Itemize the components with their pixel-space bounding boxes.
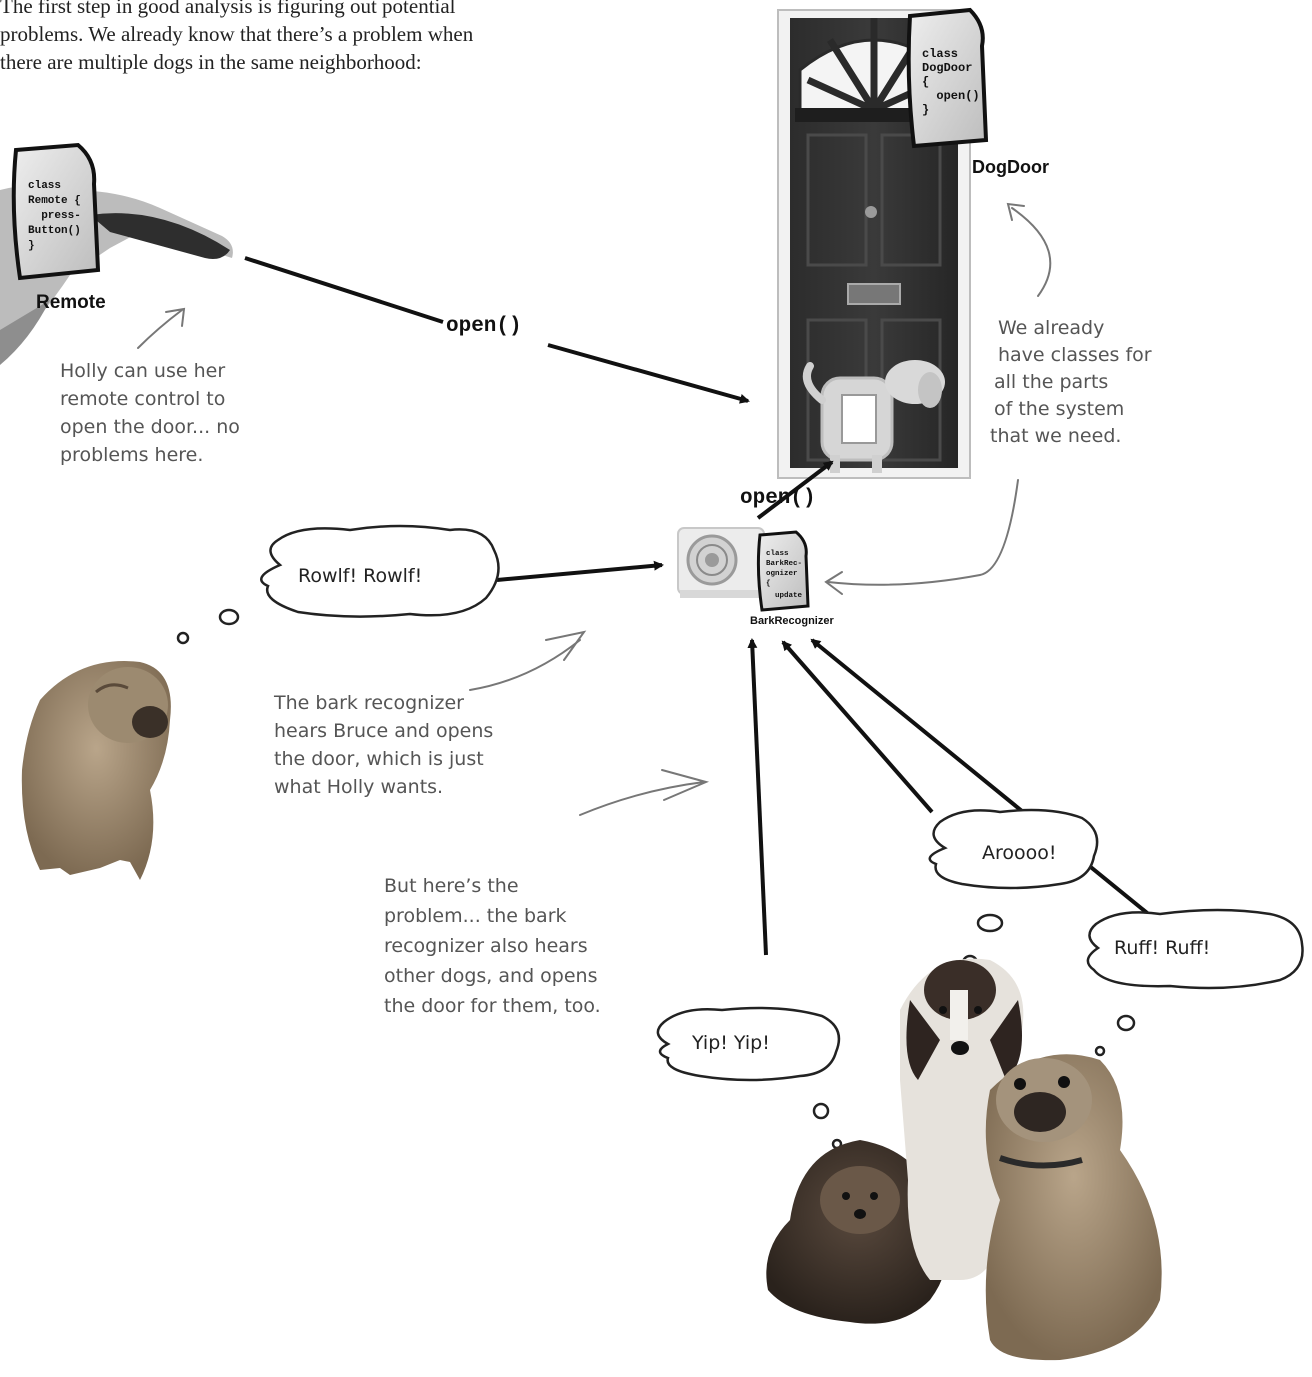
code-line: { — [922, 75, 929, 89]
code-line: Remote { — [28, 195, 81, 207]
problem-note: But here’s the problem... the bark recog… — [384, 875, 604, 1017]
note-line: of the system — [994, 398, 1124, 420]
bruce-bark-bubble: Rowlf! Rowlf! — [176, 524, 500, 645]
code-line: class — [922, 47, 958, 61]
code-line: } — [28, 240, 35, 252]
spaniel-dog-image — [900, 958, 1024, 1280]
svg-text:class Remote { p: class Remote { press- Button() } — [28, 180, 87, 252]
intro-line: there are multiple dogs in the same neig… — [0, 50, 422, 74]
bubble-text: Rowlf! Rowlf! — [298, 565, 422, 587]
code-line: DogDoor — [922, 61, 972, 75]
classes-note: We already have classes for all the part… — [990, 317, 1158, 447]
bubble-text: Ruff! Ruff! — [1114, 937, 1210, 959]
yorkie-dog-image — [766, 1140, 948, 1324]
note-line: have classes for — [998, 344, 1152, 366]
remote-class-card: class Remote { press- Button() } — [11, 142, 101, 281]
code-line: { — [766, 580, 771, 588]
code-line: press- — [28, 210, 81, 222]
bubble-text: Yip! Yip! — [691, 1032, 770, 1054]
note-line: But here’s the — [384, 875, 519, 897]
barkrecognizer-caption: BarkRecognizer — [750, 615, 834, 627]
code-line: ognizer — [766, 570, 798, 578]
note-line: problem... the bark — [384, 905, 567, 927]
bark-note-pointer-head — [545, 630, 587, 661]
classes-note-pointer-head — [824, 571, 843, 595]
code-line: BarkRec- — [766, 560, 802, 568]
arooo-arrow — [781, 640, 934, 814]
holly-note-pointer — [137, 309, 183, 349]
bark-note: The bark recognizer hears Bruce and open… — [273, 692, 499, 798]
recognizer-to-door-arrow — [756, 460, 834, 520]
bruce-bark-arrow — [496, 560, 664, 582]
hound-bark-bubble: Aroooo! — [928, 808, 1099, 972]
svg-text:class BarkRec- ogn: class BarkRec- ognizer { update — [766, 550, 807, 600]
ruff-arrow — [810, 638, 1197, 954]
bark-recognizer-image — [677, 527, 765, 598]
remote-open-label: open() — [446, 315, 522, 338]
code-line: class — [28, 180, 61, 192]
intro-line: The first step in good analysis is figur… — [0, 0, 456, 18]
dogdoor-caption: DogDoor — [972, 157, 1049, 177]
classes-to-door-pointer — [1011, 207, 1052, 297]
remote-to-door-arrow — [547, 343, 750, 404]
remote-caption: Remote — [36, 292, 106, 313]
note-line: hears Bruce and opens — [274, 720, 493, 742]
note-line: Holly can use her — [60, 360, 225, 382]
dog-flap-icon — [803, 360, 945, 473]
barkrecognizer-class-card: class BarkRec- ognizer { update — [756, 530, 810, 612]
code-line: class — [766, 550, 789, 558]
code-line: open() — [922, 89, 980, 103]
intro-line: problems. We already know that there’s a… — [0, 22, 474, 46]
note-line: other dogs, and opens — [384, 965, 597, 987]
holly-note: Holly can use her remote control to open… — [60, 360, 246, 466]
yip-arrow — [747, 638, 768, 956]
note-line: what Holly wants. — [274, 776, 443, 798]
dogdoor-class-card: class DogDoor { open() } — [906, 7, 989, 149]
note-line: The bark recognizer — [273, 692, 464, 714]
holly-note-pointer-head — [165, 307, 186, 327]
code-line: Button() — [28, 225, 81, 237]
code-line: } — [922, 103, 929, 117]
yorkie-bark-bubble: Yip! Yip! — [656, 1006, 843, 1150]
problem-note-pointer-head — [661, 769, 710, 801]
classes-to-door-pointer-head — [1006, 202, 1025, 221]
pug-dog-image — [985, 1054, 1162, 1361]
message-arrows — [244, 256, 1197, 956]
classes-note-pointer — [827, 479, 1019, 586]
annotation-pointers — [137, 202, 1052, 816]
note-line: problems here. — [60, 444, 203, 466]
recognizer-open-label: open() — [740, 487, 816, 510]
svg-text:class DogDoor {: class DogDoor { open() } — [922, 47, 987, 117]
note-line: the door, which is just — [274, 748, 484, 770]
note-line: all the parts — [994, 371, 1108, 393]
bubble-text: Aroooo! — [982, 842, 1057, 864]
bark-note-pointer — [469, 639, 581, 691]
note-line: the door for them, too. — [384, 995, 601, 1017]
note-line: remote control to — [60, 388, 225, 410]
note-line: that we need. — [990, 425, 1121, 447]
problem-note-pointer — [579, 781, 705, 816]
pug-bark-bubble: Ruff! Ruff! — [1086, 908, 1304, 1057]
remote-to-door-arrow-tail — [244, 256, 444, 324]
bruce-dog-image — [21, 661, 171, 880]
note-line: We already — [998, 317, 1104, 339]
code-line: update — [766, 592, 803, 600]
note-line: open the door... no — [60, 416, 240, 438]
note-line: recognizer also hears — [384, 935, 588, 957]
intro-text: The first step in good analysis is figur… — [0, 0, 540, 76]
